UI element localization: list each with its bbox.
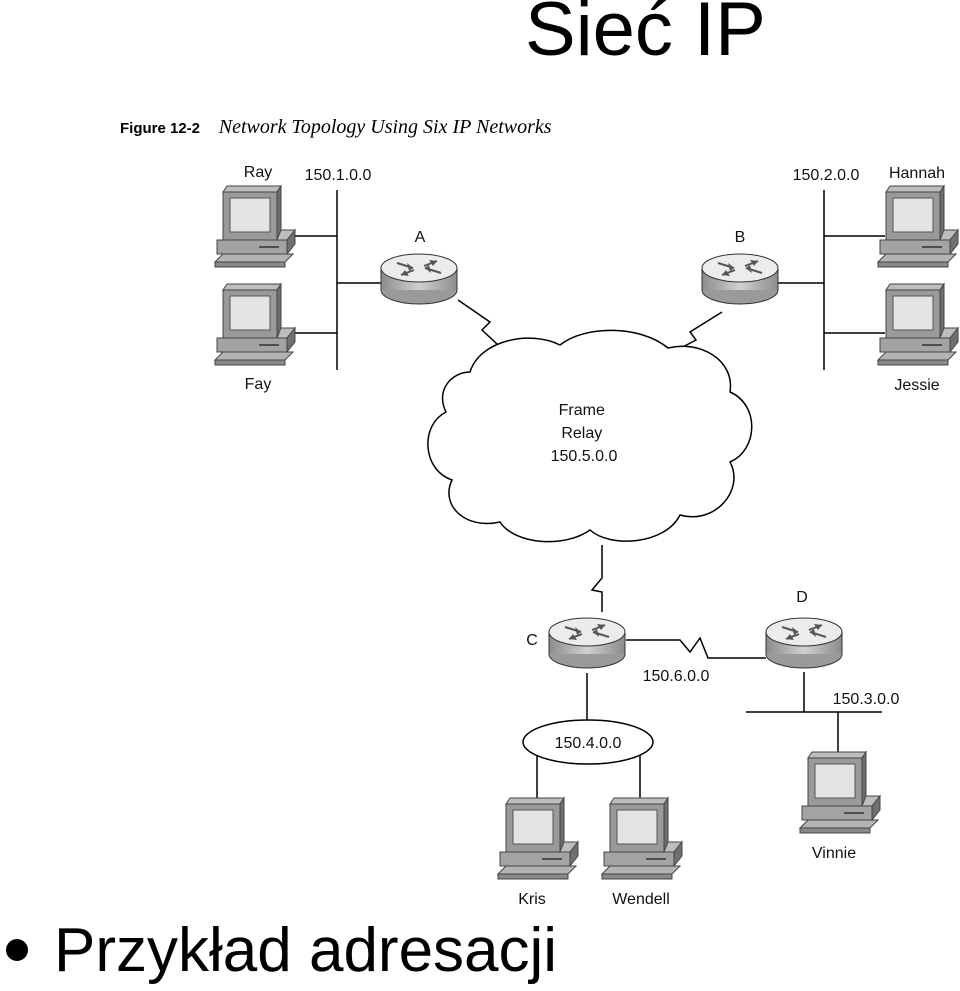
frame-relay-label: Frame Relay 150.5.0.0 xyxy=(551,402,618,465)
bullet-dot xyxy=(6,938,28,961)
host-fay-label: Fay xyxy=(245,376,272,393)
bullet-point: Przykład adresacji xyxy=(0,920,557,982)
bullet-text: Przykład adresacji xyxy=(54,916,558,985)
host-vinnie-label: Vinnie xyxy=(812,845,856,862)
figure-number: Figure 12-2 xyxy=(120,120,201,137)
router-c-label: C xyxy=(526,632,538,649)
pc-kris xyxy=(497,797,579,880)
pc-vinnie xyxy=(799,751,881,834)
router-a xyxy=(380,253,458,305)
router-a-label: A xyxy=(415,229,426,246)
slide-title: Sieć IP xyxy=(525,0,766,72)
pc-ray xyxy=(214,185,296,268)
serial-c-d xyxy=(626,636,766,659)
net-150-2-label: 150.2.0.0 xyxy=(793,167,860,184)
pc-jessie xyxy=(877,283,959,366)
lan-150-4-ring xyxy=(522,719,654,765)
serial-frame-relay-c xyxy=(590,545,603,612)
pc-wendell xyxy=(601,797,683,880)
host-jessie-label: Jessie xyxy=(894,377,939,394)
net-150-6-label: 150.6.0.0 xyxy=(643,668,710,685)
router-d-label: D xyxy=(796,589,808,606)
router-b xyxy=(701,253,779,305)
net-150-3-label: 150.3.0.0 xyxy=(833,691,900,708)
router-d xyxy=(765,617,843,669)
router-b-label: B xyxy=(735,229,746,246)
host-kris-label: Kris xyxy=(518,891,546,908)
host-ray-label: Ray xyxy=(244,164,272,181)
net-150-1-label: 150.1.0.0 xyxy=(305,167,372,184)
pc-fay xyxy=(214,283,296,366)
pc-hannah xyxy=(877,185,959,268)
router-c xyxy=(548,617,626,669)
host-wendell-label: Wendell xyxy=(612,891,670,908)
frame-relay-cloud xyxy=(427,329,753,543)
figure-caption: Figure 12-2 Network Topology Using Six I… xyxy=(120,116,552,139)
net-150-4-label: 150.4.0.0 xyxy=(555,735,622,752)
figure-title: Network Topology Using Six IP Networks xyxy=(218,116,552,138)
lan-links xyxy=(285,190,885,800)
host-hannah-label: Hannah xyxy=(889,165,945,182)
